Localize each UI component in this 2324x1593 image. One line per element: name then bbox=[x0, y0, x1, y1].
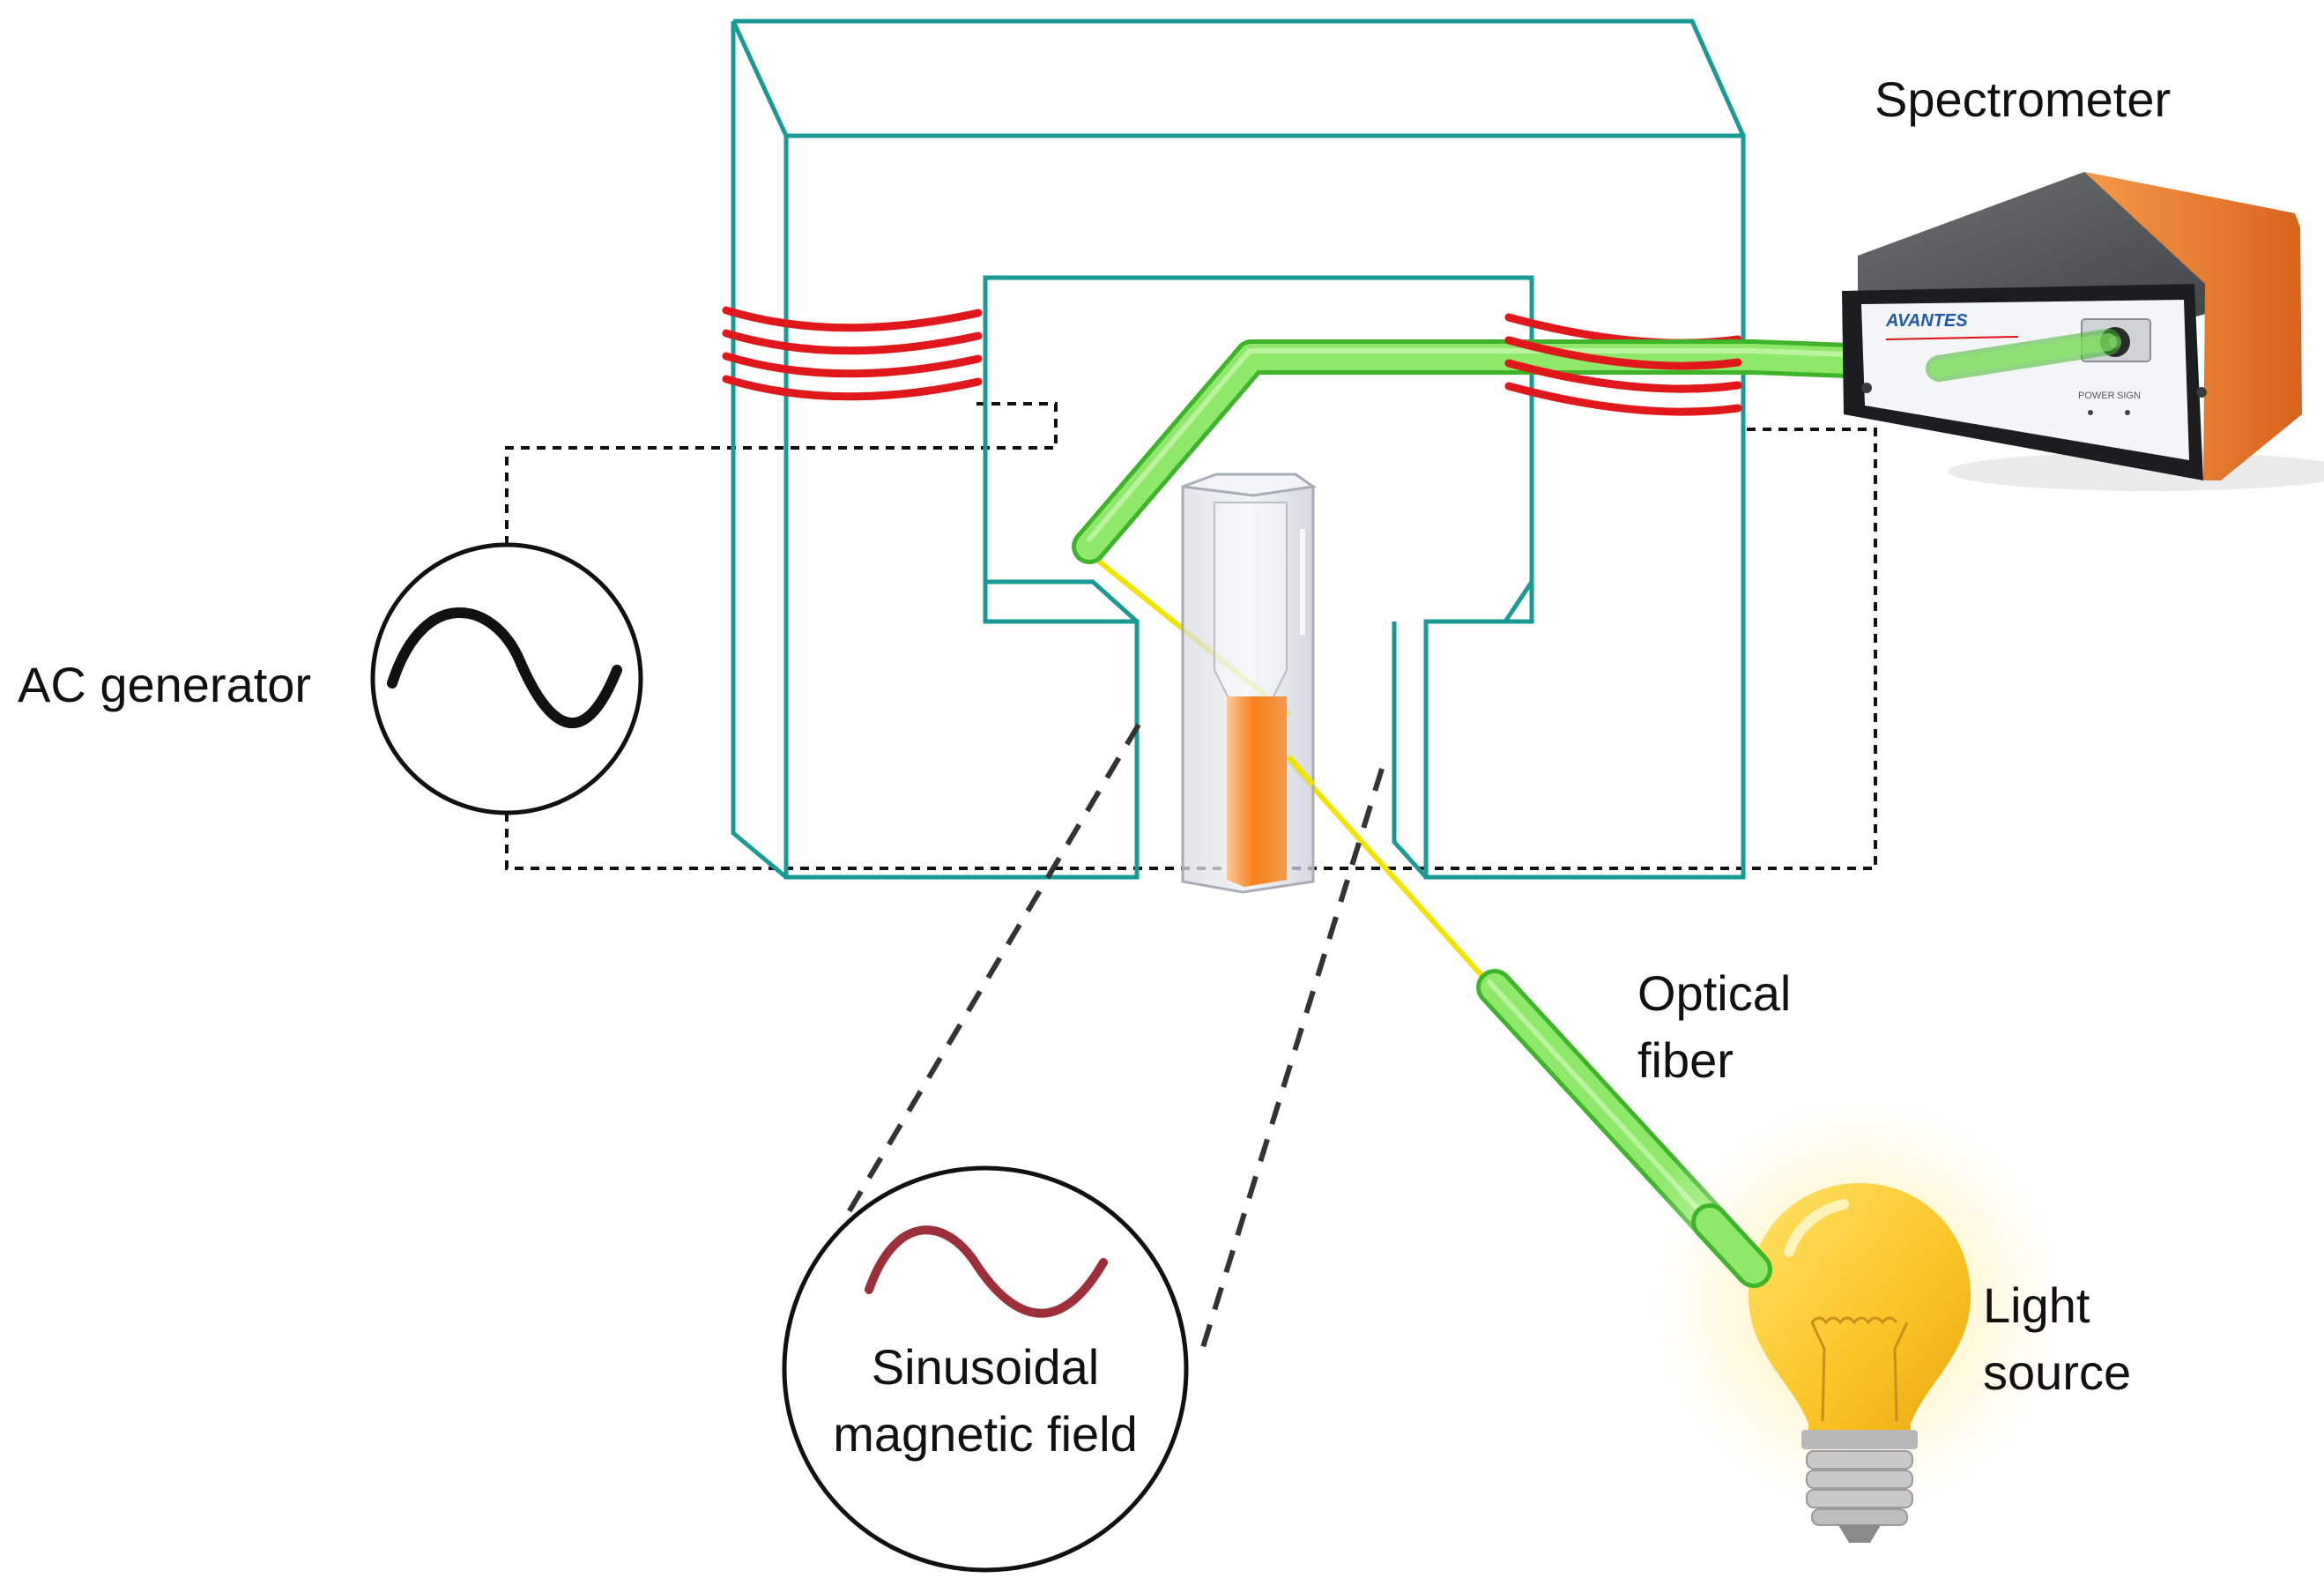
bulb-base-1 bbox=[1806, 1450, 1913, 1470]
spectrometer-port-label-power: POWER bbox=[2078, 391, 2115, 401]
spectrometer-led-1 bbox=[2088, 410, 2093, 415]
label-light-source-line2: source bbox=[1983, 1344, 2131, 1400]
spectrometer-brand: AVANTES bbox=[1885, 311, 1968, 331]
light-beam-in-sample bbox=[1286, 755, 1316, 786]
magnetic-field-inset bbox=[782, 1165, 1189, 1573]
label-optical-fiber-line2: fiber bbox=[1637, 1032, 1734, 1088]
sample-liquid bbox=[1227, 696, 1287, 887]
sinusoidal-wave-icon bbox=[865, 1225, 1108, 1318]
bulb-filament bbox=[1810, 1316, 1909, 1422]
ac-generator-wave-icon bbox=[387, 607, 622, 729]
wire-top-left bbox=[505, 402, 1058, 545]
bulb-base-2 bbox=[1806, 1470, 1913, 1489]
optical-fiber-bulb-end bbox=[1691, 1203, 1772, 1288]
spectrometer-orange-band bbox=[2084, 172, 2302, 480]
bulb-highlight bbox=[1784, 1199, 1849, 1257]
spectrometer-red-line bbox=[1885, 336, 2019, 340]
bulb-collar bbox=[1801, 1430, 1918, 1449]
label-sinusoidal-line2: magnetic field bbox=[833, 1406, 1138, 1462]
spectrometer-led-2 bbox=[2125, 410, 2130, 415]
label-sinusoidal-line1: Sinusoidal bbox=[872, 1339, 1099, 1395]
ac-generator bbox=[370, 542, 643, 815]
cuvette-rim bbox=[1182, 473, 1317, 497]
spectrometer-screw-right bbox=[2196, 387, 2207, 398]
label-ac-generator: AC generator bbox=[18, 657, 311, 712]
circuit-wires bbox=[505, 402, 1877, 870]
spectrometer-screw-left bbox=[1861, 383, 1872, 393]
bulb-base-4 bbox=[1811, 1508, 1908, 1526]
optical-fiber-spectrometer-end bbox=[1926, 329, 2121, 382]
ac-generator-circle bbox=[370, 542, 643, 815]
light-source bbox=[1622, 1067, 2098, 1543]
spectrometer-device: AVANTES POWER SIGN bbox=[1842, 172, 2324, 491]
cuvette bbox=[1181, 473, 1317, 894]
coil-left bbox=[722, 306, 983, 401]
label-spectrometer: Spectrometer bbox=[1875, 71, 2171, 127]
bulb-tip bbox=[1838, 1525, 1881, 1543]
label-optical-fiber-line1: Optical bbox=[1637, 965, 1791, 1021]
zoom-lines bbox=[843, 723, 1385, 1357]
bulb-glass bbox=[1749, 1183, 1971, 1437]
yoke-top-bevel bbox=[731, 19, 789, 138]
bulb-base-3 bbox=[1806, 1489, 1913, 1508]
yoke-back-outline bbox=[731, 19, 1746, 879]
light-beam-lower bbox=[1286, 757, 1489, 983]
spectrometer-port-label-sign: SIGN bbox=[2117, 391, 2141, 401]
yoke-inner-edges bbox=[983, 278, 1534, 879]
wire-bottom bbox=[505, 428, 1877, 870]
electromagnet-yoke bbox=[731, 19, 1746, 880]
label-light-source-line1: Light bbox=[1983, 1277, 2090, 1333]
coil-right-front bbox=[1504, 336, 1742, 393]
magnetic-field-circle bbox=[782, 1165, 1189, 1573]
